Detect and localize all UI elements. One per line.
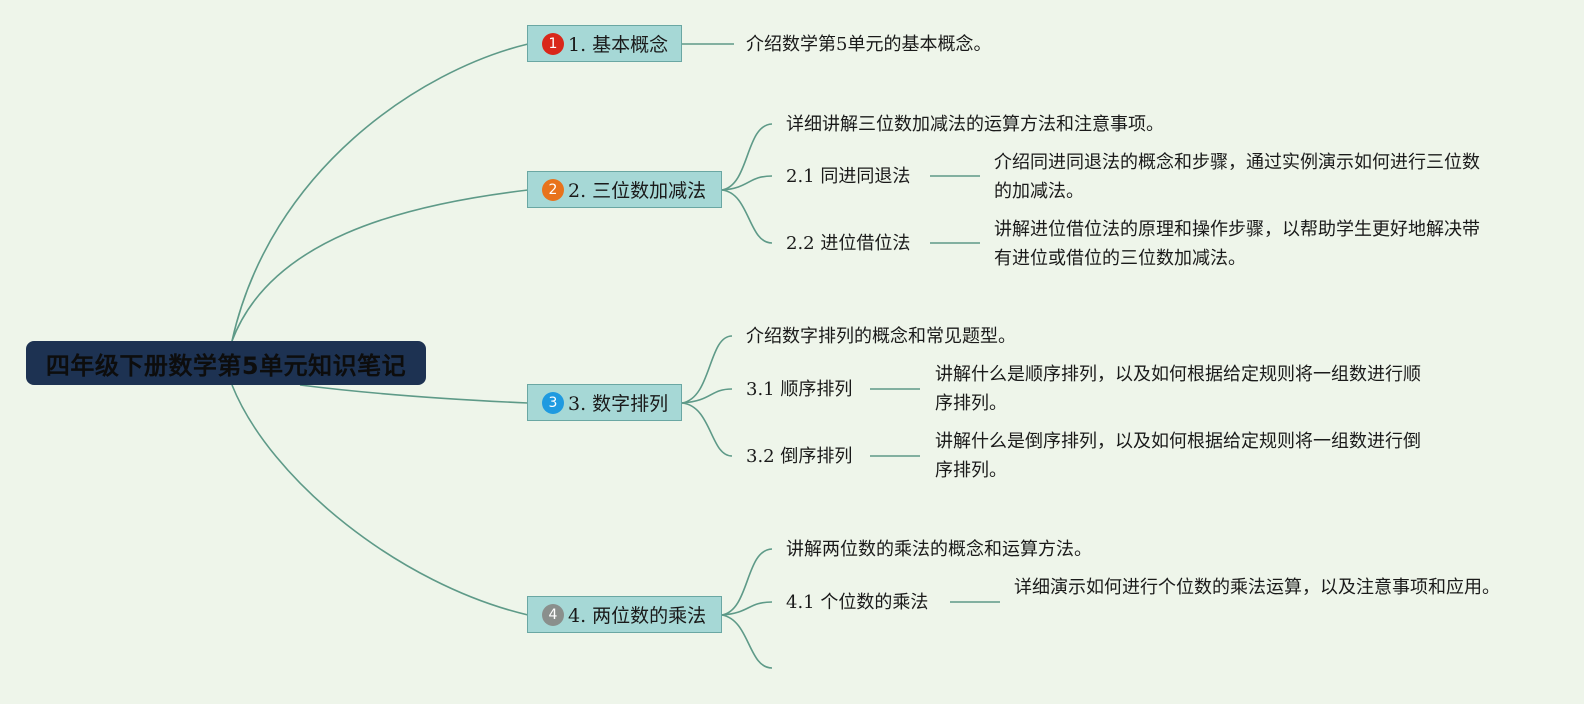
link-branch-4-sub-1 (721, 601, 773, 616)
link-branch-4-empty (721, 614, 773, 669)
branch-topic-1[interactable]: 1 1. 基本概念 (527, 25, 682, 62)
root-title: 四年级下册数学第5单元知识笔记 (45, 351, 407, 380)
branch-4-summary[interactable]: 讲解两位数的乘法的概念和运算方法。 (786, 539, 1092, 560)
branch-topic-2[interactable]: 2 2. 三位数加减法 (527, 171, 722, 208)
link-branch-2-sub-1 (721, 175, 773, 191)
branch-topic-4[interactable]: 4 4. 两位数的乘法 (527, 596, 722, 633)
link-root-branch-1 (231, 43, 529, 342)
priority-3-icon: 3 (542, 391, 564, 414)
branch-3-summary[interactable]: 介绍数字排列的概念和常见题型。 (746, 326, 1016, 347)
sub-topic-3-2[interactable]: 3.2 倒序排列 (746, 446, 853, 467)
priority-1-icon: 1 (542, 32, 564, 55)
sub-topic-2-2[interactable]: 2.2 进位借位法 (786, 233, 911, 254)
branch-label: 2. 三位数加减法 (568, 180, 707, 202)
branch-topic-3[interactable]: 3 3. 数字排列 (527, 384, 682, 421)
link-branch-2-sub-2 (721, 189, 773, 244)
sub-topic-2-2-desc[interactable]: 讲解进位借位法的原理和操作步骤，以帮助学生更好地解决带有进位或借位的三位数加减法… (994, 219, 1480, 269)
root-topic[interactable]: 四年级下册数学第5单元知识笔记 (26, 341, 426, 385)
branch-label: 4. 两位数的乘法 (568, 605, 707, 627)
link-branch-2-summary (721, 123, 773, 191)
branch-label: 3. 数字排列 (568, 393, 669, 415)
sub-topic-2-1[interactable]: 2.1 同进同退法 (786, 166, 911, 187)
sub-topic-2-1-desc[interactable]: 介绍同进同退法的概念和步骤，通过实例演示如何进行三位数的加减法。 (994, 152, 1480, 202)
link-root-branch-4 (231, 384, 529, 616)
branch-2-summary[interactable]: 详细讲解三位数加减法的运算方法和注意事项。 (786, 114, 1164, 135)
link-branch-3-sub-1 (681, 388, 733, 404)
link-branch-3-summary (681, 335, 733, 404)
link-branch-3-sub-2 (681, 402, 733, 457)
priority-4-icon: 4 (542, 603, 564, 626)
sub-topic-3-2-desc[interactable]: 讲解什么是倒序排列，以及如何根据给定规则将一组数进行倒序排列。 (935, 431, 1421, 481)
sub-topic-4-1[interactable]: 4.1 个位数的乘法 (786, 592, 929, 613)
link-root-branch-2 (231, 189, 529, 342)
priority-2-icon: 2 (542, 178, 564, 201)
sub-topic-3-1[interactable]: 3.1 顺序排列 (746, 379, 853, 400)
link-branch-4-summary (721, 548, 773, 616)
branch-label: 1. 基本概念 (568, 34, 669, 56)
sub-topic-4-1-desc[interactable]: 详细演示如何进行个位数的乘法运算，以及注意事项和应用。 (1014, 577, 1500, 598)
sub-topic-3-1-desc[interactable]: 讲解什么是顺序排列，以及如何根据给定规则将一组数进行顺序排列。 (935, 364, 1421, 414)
branch-1-summary[interactable]: 介绍数学第5单元的基本概念。 (746, 34, 992, 55)
link-root-branch-3 (299, 384, 529, 404)
